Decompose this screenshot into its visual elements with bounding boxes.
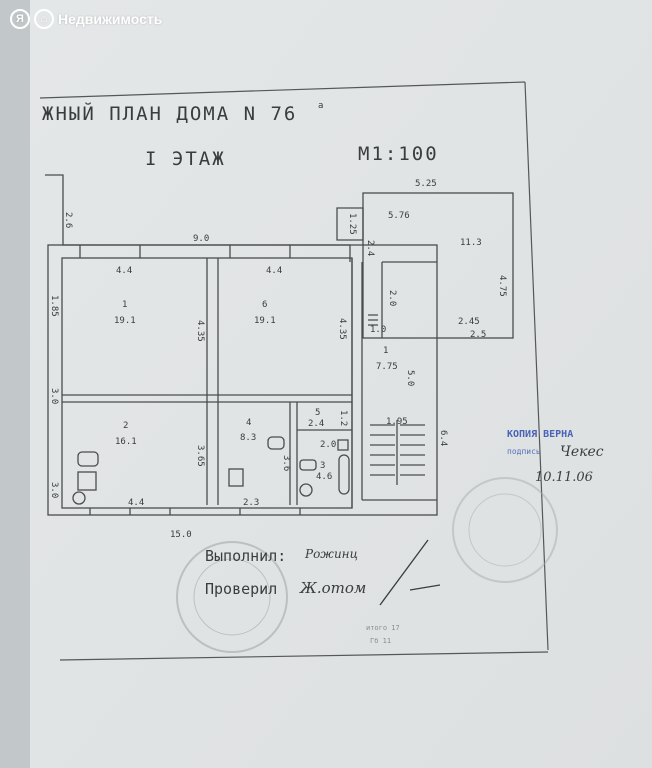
dim-bottom-total: 15.0 bbox=[170, 530, 192, 540]
done-by-signature: Рожинц bbox=[304, 547, 358, 561]
scale-label: М1:100 bbox=[358, 143, 439, 165]
dim-r5-side: 1.2 bbox=[338, 410, 348, 426]
dim-stair-small: 1.0 bbox=[370, 325, 386, 335]
done-by-label: Выполнил: bbox=[205, 547, 286, 565]
dim-annex-top: 5.25 bbox=[415, 179, 437, 189]
stamp-signature: Чекес bbox=[560, 444, 604, 460]
room-4-area: 8.3 bbox=[240, 433, 256, 443]
room-labels: 1 19.1 6 19.1 2 16.1 4 8.3 5 2.4 3 4.6 1… bbox=[114, 211, 482, 482]
room-3-number: 3 bbox=[320, 461, 325, 471]
room-1-area: 19.1 bbox=[114, 316, 136, 326]
dim-r2-height: 3.65 bbox=[195, 445, 205, 467]
round-seal-right bbox=[452, 477, 558, 583]
dim-r4-bottom: 2.3 bbox=[243, 498, 259, 508]
room-1-number: 1 bbox=[122, 300, 127, 310]
dim-wc-width: 2.0 bbox=[320, 440, 336, 450]
checked-by-signature: Ж.отом bbox=[299, 579, 366, 597]
copy-verified-stamp: КОПИЯ ВЕРНА bbox=[507, 429, 573, 440]
room-stair-area: 7.75 bbox=[376, 362, 398, 372]
dim-r2-bottom: 4.4 bbox=[128, 498, 144, 508]
room-stair-number: 1 bbox=[383, 346, 388, 356]
round-seal-left bbox=[176, 541, 288, 653]
dim-r1-height: 4.35 bbox=[195, 320, 205, 342]
dim-r6-height: 4.35 bbox=[337, 318, 347, 340]
stamp-date: 10.11.06 bbox=[535, 470, 593, 485]
dim-right-total: 6.4 bbox=[438, 430, 448, 446]
room-5-area: 2.4 bbox=[308, 419, 324, 429]
floor-label: I ЭТАЖ bbox=[145, 148, 226, 170]
plan-title-suffix: а bbox=[318, 101, 323, 111]
watermark-logo: Я ⌂ Недвижимость bbox=[10, 9, 162, 29]
pencil-note-1: итого 17 bbox=[366, 624, 400, 632]
dim-r6-top: 4.4 bbox=[266, 266, 282, 276]
paper-sheet bbox=[30, 0, 652, 768]
dim-r1-top: 4.4 bbox=[116, 266, 132, 276]
stamp-sign-label: подпись bbox=[507, 447, 541, 456]
dim-left-side-1: 1.85 bbox=[49, 295, 59, 317]
dim-annex-right: 4.75 bbox=[497, 275, 507, 297]
room-2-number: 2 bbox=[123, 421, 128, 431]
room-4-number: 4 bbox=[246, 418, 251, 428]
logo-letter-icon: Я bbox=[10, 9, 30, 29]
room-3-area: 4.6 bbox=[316, 472, 332, 482]
document-frame bbox=[39, 81, 549, 661]
annex-room-a-area: 5.76 bbox=[388, 211, 410, 221]
room-5-number: 5 bbox=[315, 408, 320, 418]
dim-left-side-2: 3.0 bbox=[49, 388, 59, 404]
checked-by-label: Проверил bbox=[205, 580, 277, 598]
plan-title: ЖНЫЙ ПЛАН ДОМА N 76 bbox=[42, 102, 297, 125]
dim-stair-length: 5.0 bbox=[405, 370, 415, 386]
dim-stair-vert: 2.0 bbox=[387, 290, 397, 306]
dim-top-total: 9.0 bbox=[193, 234, 209, 244]
dim-r4-side: 3.6 bbox=[281, 455, 291, 471]
dim-annex-bottom-2: 2.5 bbox=[470, 330, 486, 340]
dim-annex-bottom-1: 2.45 bbox=[458, 317, 480, 327]
dim-left-side-3: 3.0 bbox=[49, 482, 59, 498]
logo-brand-text: Недвижимость bbox=[58, 11, 163, 27]
building-walls bbox=[45, 174, 514, 516]
dim-left-top: 2.6 bbox=[63, 212, 73, 228]
annex-room-b-area: 11.3 bbox=[460, 238, 482, 248]
dimension-labels: 2.6 9.0 5.25 1.25 2.4 4.75 2.45 2.5 4.4 … bbox=[49, 179, 507, 540]
dim-annex-small: 1.25 bbox=[347, 213, 357, 235]
room-6-area: 19.1 bbox=[254, 316, 276, 326]
dim-stair-width: 1.95 bbox=[386, 417, 408, 427]
pencil-note-2: Гб 11 bbox=[370, 637, 391, 645]
logo-house-icon: ⌂ bbox=[34, 9, 54, 29]
room-6-number: 6 bbox=[262, 300, 267, 310]
dim-annex-left: 2.4 bbox=[365, 240, 375, 256]
room-2-area: 16.1 bbox=[115, 437, 137, 447]
